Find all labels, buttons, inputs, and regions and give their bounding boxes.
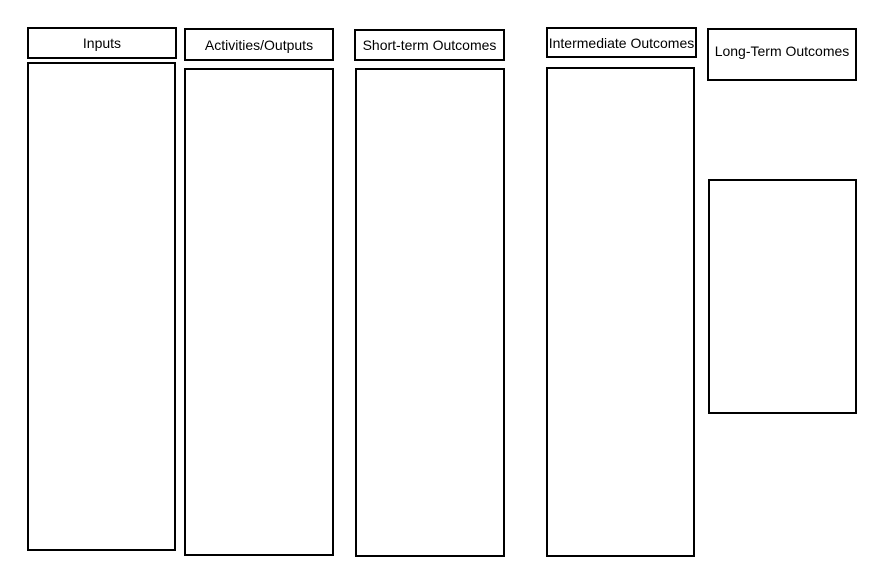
- column-header-long-term-outcomes: Long-Term Outcomes: [707, 28, 857, 81]
- column-header-short-term-outcomes: Short-term Outcomes: [354, 29, 505, 61]
- column-body-intermediate-outcomes: [546, 67, 695, 557]
- column-label-long-term-outcomes: Long-Term Outcomes: [714, 43, 850, 59]
- column-header-intermediate-outcomes: Intermediate Outcomes: [546, 27, 697, 58]
- column-label-intermediate-outcomes: Intermediate Outcomes: [548, 34, 695, 51]
- column-body-long-term-outcomes: [708, 179, 857, 414]
- column-header-activities-outputs: Activities/Outputs: [184, 28, 334, 61]
- column-body-activities-outputs: [184, 68, 334, 556]
- column-body-inputs: [27, 62, 176, 551]
- column-label-activities-outputs: Activities/Outputs: [204, 36, 314, 53]
- column-label-short-term-outcomes: Short-term Outcomes: [362, 37, 497, 53]
- column-header-inputs: Inputs: [27, 27, 177, 59]
- column-body-short-term-outcomes: [355, 68, 505, 557]
- column-label-inputs: Inputs: [82, 35, 122, 51]
